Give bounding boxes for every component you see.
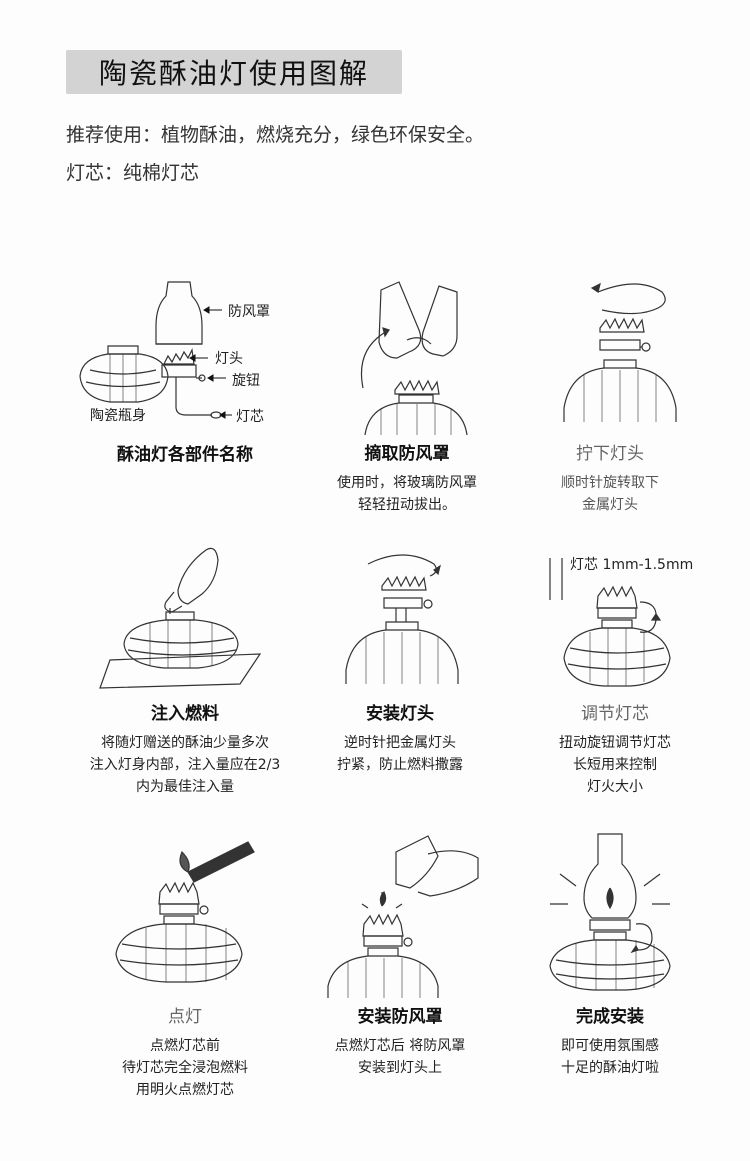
lamp-parts-illustration	[60, 270, 310, 430]
step-title: 摘取防风罩	[364, 444, 450, 464]
intro-wick: 灯芯：纯棉灯芯	[66, 162, 200, 184]
step-title: 安装灯头	[366, 704, 434, 724]
step-remove-chimney: 摘取防风罩 使用时，将玻璃防风罩 轻轻扭动拔出。	[307, 270, 507, 516]
step-title: 安装防风罩	[357, 1007, 443, 1027]
step-install-chimney: 安装防风罩 点燃灯芯后 将防风罩 安装到灯头上	[300, 828, 500, 1079]
step-complete: 完成安装 即可使用氛围感 十足的酥油灯啦	[510, 828, 710, 1079]
adjust-wick-illustration	[510, 540, 720, 695]
step-desc: 点燃灯芯后 将防风罩 安装到灯头上	[334, 1038, 466, 1076]
page-title: 陶瓷酥油灯使用图解	[98, 57, 369, 90]
step-desc: 顺时针旋转取下 金属灯头	[561, 475, 659, 513]
step-desc: 将随灯赠送的酥油少量多次 注入灯身内部，注入量应在2/3 内为最佳注入量	[89, 735, 281, 795]
step-desc: 使用时，将玻璃防风罩 轻轻扭动拔出。	[337, 475, 477, 513]
label-burner: 灯头	[215, 351, 243, 367]
label-knob: 旋钮	[232, 373, 260, 389]
light-lamp-illustration	[80, 828, 290, 998]
unscrew-burner-illustration	[510, 270, 710, 435]
remove-chimney-illustration	[307, 270, 507, 435]
install-burner-illustration	[300, 540, 500, 695]
step-light: 点灯 点燃灯芯前 待灯芯完全浸泡燃料 用明火点燃灯芯	[80, 828, 290, 1101]
step-title: 酥油灯各部件名称	[117, 445, 253, 465]
label-body: 陶瓷瓶身	[90, 408, 146, 424]
step-desc: 扭动旋钮调节灯芯 长短用来控制 灯火大小	[559, 735, 671, 795]
step-adjust-wick: 灯芯 1mm-1.5mm 调节灯芯 扭动旋钮调节灯芯 长短用来控制 灯火大小	[510, 540, 720, 798]
complete-lamp-illustration	[510, 828, 710, 998]
fill-fuel-illustration	[70, 540, 300, 695]
step-title: 拧下灯头	[576, 444, 644, 464]
step-title: 调节灯芯	[581, 704, 649, 724]
step-parts: 防风罩 灯头 旋钮 灯芯 陶瓷瓶身 酥油灯各部件名称	[60, 270, 310, 470]
step-unscrew-burner: 拧下灯头 顺时针旋转取下 金属灯头	[510, 270, 710, 516]
wick-length-spec: 灯芯 1mm-1.5mm	[570, 557, 694, 573]
step-desc: 即可使用氛围感 十足的酥油灯啦	[561, 1038, 659, 1076]
step-desc: 逆时针把金属灯头 拧紧，防止燃料撒露	[337, 735, 463, 773]
step-title: 完成安装	[576, 1007, 644, 1027]
install-chimney-illustration	[300, 828, 500, 998]
intro-recommend: 推荐使用：植物酥油，燃烧充分，绿色环保安全。	[66, 124, 485, 146]
step-title: 点灯	[168, 1007, 202, 1027]
title-banner: 陶瓷酥油灯使用图解	[66, 50, 402, 94]
label-wick: 灯芯	[236, 409, 264, 425]
step-desc: 点燃灯芯前 待灯芯完全浸泡燃料 用明火点燃灯芯	[122, 1038, 248, 1098]
label-chimney: 防风罩	[228, 304, 270, 320]
step-fill-fuel: 注入燃料 将随灯赠送的酥油少量多次 注入灯身内部，注入量应在2/3 内为最佳注入…	[70, 540, 300, 798]
step-install-burner: 安装灯头 逆时针把金属灯头 拧紧，防止燃料撒露	[300, 540, 500, 776]
step-title: 注入燃料	[151, 704, 219, 724]
